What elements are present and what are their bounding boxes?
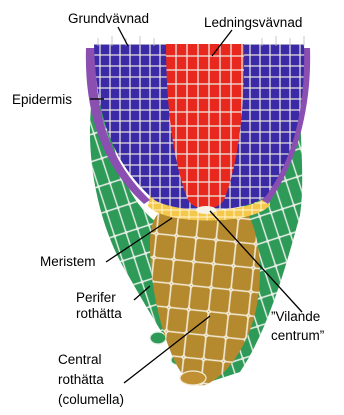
- label-vilande-line1: ”Vilande: [271, 309, 320, 324]
- label-perifer-line2: rothätta: [76, 306, 122, 321]
- label-central-line1: Central: [58, 352, 102, 367]
- quiescent-center: [196, 206, 216, 214]
- label-vilande-line2: centrum”: [271, 328, 324, 343]
- leader-grundvavnad: [118, 27, 128, 46]
- label-grundvavnad: Grundvävnad: [68, 11, 149, 26]
- label-central-line3: (columella): [58, 392, 124, 407]
- label-central-line2: rothätta: [58, 372, 104, 387]
- label-perifer-line1: Perifer: [76, 290, 116, 305]
- label-meristem: Meristem: [40, 254, 96, 269]
- label-epidermis: Epidermis: [12, 92, 72, 107]
- label-ledningsvavnad: Ledningsvävnad: [204, 15, 302, 30]
